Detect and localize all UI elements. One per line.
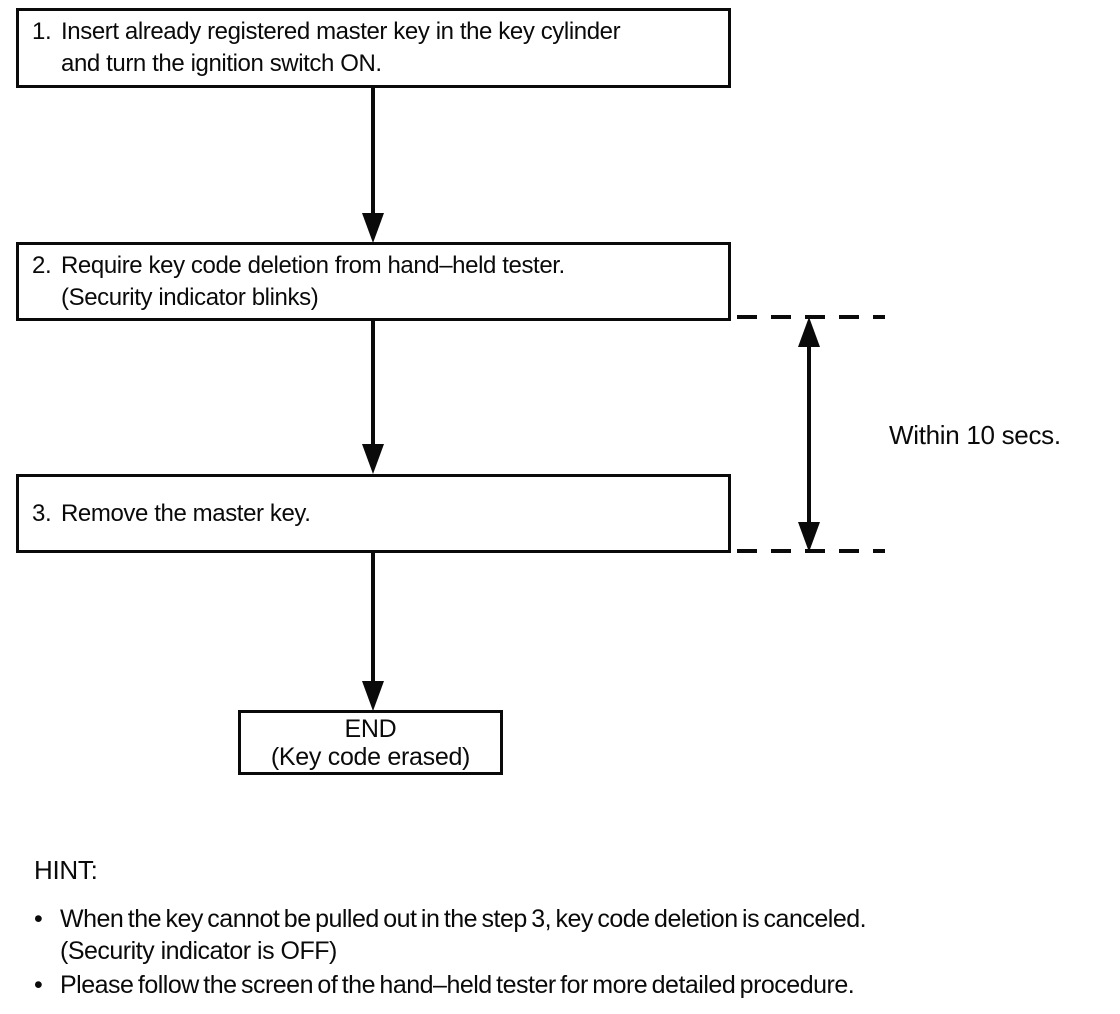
flow-arrow-3-line bbox=[371, 553, 375, 683]
timing-double-arrow-line bbox=[807, 330, 811, 542]
step-1-number: 1. bbox=[32, 18, 52, 45]
step-2-line-1: Require key code deletion from hand–held… bbox=[61, 251, 565, 279]
step-1-line-2: and turn the ignition switch ON. bbox=[61, 50, 382, 77]
step-2-content: 2. Require key code deletion from hand–h… bbox=[19, 250, 565, 314]
flow-arrow-3-arrowhead-icon bbox=[362, 681, 384, 711]
step-2-box: 2. Require key code deletion from hand–h… bbox=[16, 242, 731, 321]
step-3-content: 3. Remove the master key. bbox=[19, 498, 311, 530]
step-1-content: 1. Insert already registered master key … bbox=[19, 16, 621, 80]
end-subtitle: (Key code erased) bbox=[270, 743, 471, 771]
timing-double-arrow-down-arrowhead-icon bbox=[798, 522, 820, 552]
hint-bullet-1-line-2: (Security indicator is OFF) bbox=[60, 937, 337, 965]
timing-double-arrow-up-arrowhead-icon bbox=[798, 317, 820, 347]
bullet-icon: • bbox=[34, 971, 43, 999]
flow-arrow-1-arrowhead-icon bbox=[362, 213, 384, 243]
flow-arrow-1-line bbox=[371, 88, 375, 216]
hint-bullet-1-line-1: When the key cannot be pulled out in the… bbox=[60, 905, 867, 933]
hint-bullet-2-line-1: Please follow the screen of the hand–hel… bbox=[60, 971, 855, 999]
hint-bullet-2: • Please follow the screen of the hand–h… bbox=[34, 969, 1094, 1001]
hint-bullet-1: • When the key cannot be pulled out in t… bbox=[34, 903, 1094, 935]
step-3-line-1: Remove the master key. bbox=[61, 499, 311, 527]
step-3-box: 3. Remove the master key. bbox=[16, 474, 731, 553]
step-1-box: 1. Insert already registered master key … bbox=[16, 8, 731, 88]
step-2-text: Require key code deletion from hand–held… bbox=[61, 250, 565, 314]
hint-heading: HINT: bbox=[34, 855, 98, 885]
flow-arrow-2-arrowhead-icon bbox=[362, 444, 384, 474]
step-3-text: Remove the master key. bbox=[61, 498, 311, 530]
end-box: END (Key code erased) bbox=[238, 710, 503, 775]
step-3-number: 3. bbox=[32, 499, 52, 527]
step-2-line-2: (Security indicator blinks) bbox=[61, 283, 319, 311]
hint-section: HINT: • When the key cannot be pulled ou… bbox=[34, 855, 1094, 1001]
timing-label: Within 10 secs. bbox=[889, 420, 1061, 450]
step-1-line-1: Insert already registered master key in … bbox=[61, 18, 621, 45]
bullet-icon: • bbox=[34, 905, 43, 933]
step-2-number: 2. bbox=[32, 251, 52, 279]
step-1-text: Insert already registered master key in … bbox=[61, 16, 621, 80]
end-title: END bbox=[344, 715, 397, 743]
flow-arrow-2-line bbox=[371, 321, 375, 446]
